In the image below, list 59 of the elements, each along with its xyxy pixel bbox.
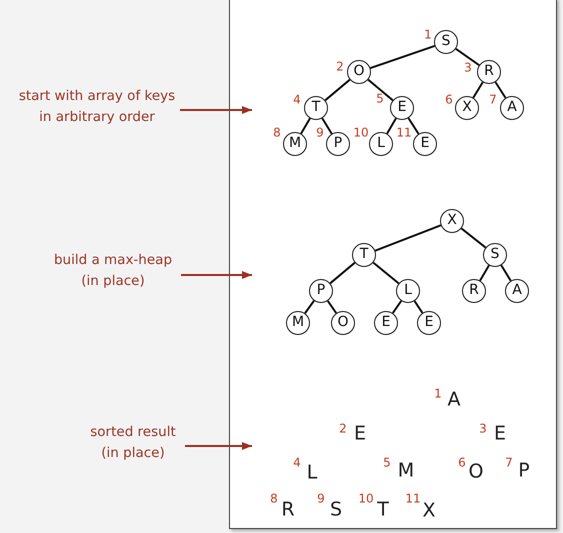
index-number: 5	[383, 456, 391, 470]
sorted-key: T	[377, 500, 389, 520]
sorted-key: X	[422, 502, 436, 520]
tree-edge	[326, 300, 338, 314]
step-label: build a max-heap (in place)	[45, 250, 181, 292]
tree-edge	[500, 264, 512, 282]
index-number: 4	[293, 456, 301, 470]
index-number: 7	[505, 456, 513, 470]
tree-edge	[472, 82, 484, 98]
index-number: 11	[405, 492, 421, 506]
index-number: 3	[464, 62, 472, 74]
index-number: 8	[270, 492, 278, 506]
index-number: 6	[445, 94, 453, 106]
sorted-key: S	[330, 500, 342, 520]
index-number: 10	[358, 492, 374, 506]
tree-edge	[304, 300, 315, 314]
tree-edge	[374, 224, 442, 252]
tree-edge	[321, 118, 333, 134]
sorted-key: P	[518, 462, 530, 480]
tree-edge	[300, 118, 311, 134]
step-label: sorted result (in place)	[81, 422, 185, 464]
index-number: 2	[336, 60, 344, 74]
tree-edge	[392, 300, 402, 314]
index-number: 1	[434, 388, 442, 400]
index-number: 6	[458, 456, 466, 470]
tree-edge	[370, 44, 435, 70]
sorted-key: E	[494, 424, 506, 444]
index-number: 1	[424, 28, 432, 42]
tree-edge	[479, 264, 490, 282]
tree-edge	[372, 262, 400, 284]
tree-edge	[368, 78, 394, 102]
arrow	[180, 106, 252, 114]
tree-edge	[414, 300, 424, 314]
index-number: 9	[317, 492, 325, 506]
index-number: 10	[353, 126, 369, 140]
tree-edge	[460, 228, 486, 248]
index-number: 5	[376, 92, 384, 106]
index-number: 11	[396, 126, 412, 140]
index-number: 7	[489, 94, 497, 106]
index-number: 9	[316, 126, 324, 140]
tree-edge	[455, 48, 480, 66]
index-number: 8	[273, 126, 281, 140]
sorted-key: L	[306, 464, 318, 482]
tree-edge	[408, 118, 420, 134]
sorted-key: A	[448, 390, 460, 410]
tree-edge	[324, 78, 350, 102]
index-number: 4	[293, 94, 301, 106]
sorted-key: M	[398, 462, 414, 480]
sorted-key: R	[281, 500, 295, 520]
sorted-key: O	[468, 462, 484, 482]
arrow	[185, 442, 252, 450]
step-label: start with array of keys in arbitrary order	[14, 86, 180, 128]
tree-edge	[386, 118, 397, 134]
sorted-key: E	[354, 424, 366, 444]
index-number: 3	[479, 422, 487, 436]
index-number: 2	[339, 422, 347, 436]
tree-edge	[494, 82, 506, 98]
tree-edge	[330, 262, 356, 284]
arrow	[181, 271, 252, 279]
